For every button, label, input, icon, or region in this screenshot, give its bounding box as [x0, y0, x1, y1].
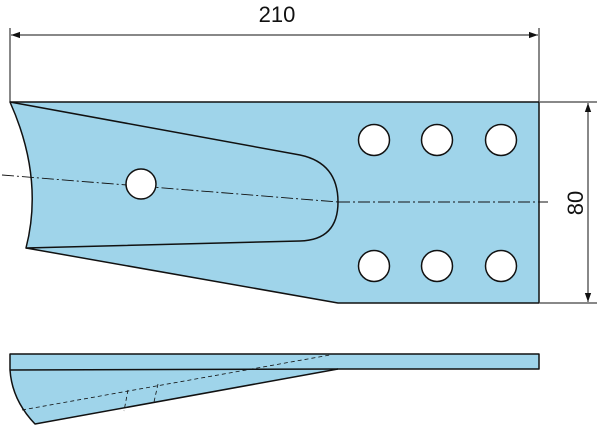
center-line — [1, 174, 339, 203]
side-hidden-line — [153, 383, 159, 403]
side-hidden-line — [21, 354, 331, 411]
blade-outline-top — [9, 101, 540, 304]
bolt-hole — [357, 123, 391, 157]
bolt-hole — [420, 249, 454, 283]
side-edge-line — [9, 368, 339, 371]
side-hidden-line — [123, 389, 129, 412]
center-hole — [125, 168, 157, 200]
height-dimension: 80 — [540, 101, 597, 304]
bolt-hole — [357, 249, 391, 283]
width-dimension: 210 — [9, 2, 540, 102]
blade-outline-side — [9, 353, 540, 425]
side-view — [9, 353, 540, 425]
bolt-hole — [420, 123, 454, 157]
height-dimension-label: 80 — [563, 191, 588, 215]
top-view — [1, 101, 548, 304]
bolt-hole — [484, 249, 518, 283]
width-dimension-label: 210 — [259, 2, 296, 27]
bolt-hole — [484, 123, 518, 157]
